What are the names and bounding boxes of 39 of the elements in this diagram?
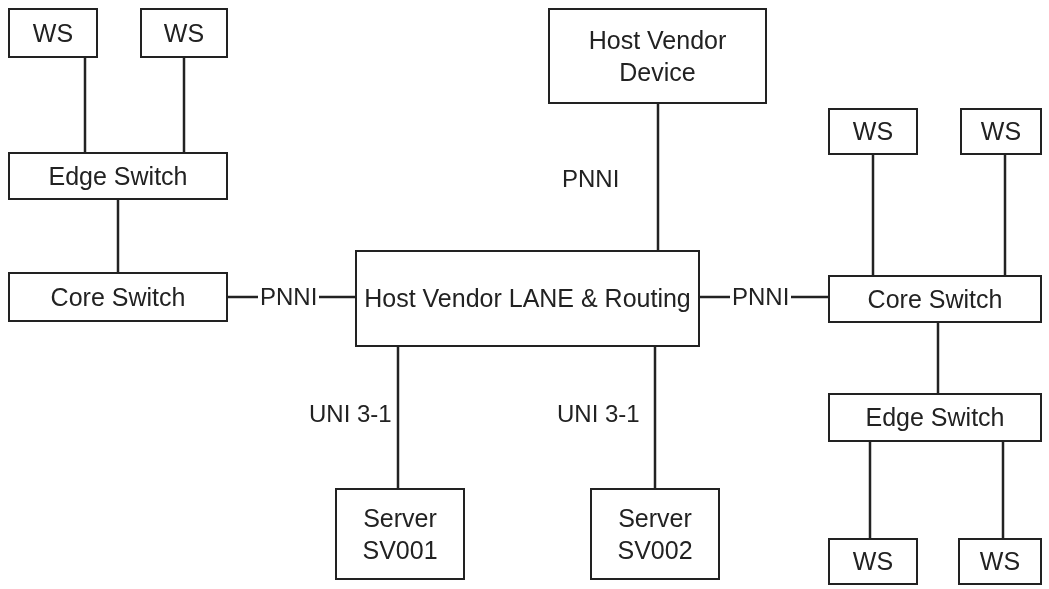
device-label: WS xyxy=(852,546,894,578)
device-label: WS xyxy=(979,546,1021,578)
device-label: WS xyxy=(163,17,205,49)
device-label: Host Vendor Device xyxy=(587,24,728,88)
connector-line xyxy=(1001,442,1005,538)
device-label: Host Vendor LANE & Routing xyxy=(364,283,691,315)
network-device-box xyxy=(828,275,1042,323)
connector-line xyxy=(871,155,875,275)
network-device-box xyxy=(140,8,228,58)
device-label: WS xyxy=(980,116,1022,148)
connector-line xyxy=(868,442,872,538)
connector-line xyxy=(116,200,120,272)
connector-line xyxy=(656,104,660,250)
connector-line xyxy=(182,58,186,152)
device-label: WS xyxy=(32,17,74,49)
network-device-box xyxy=(828,393,1042,442)
device-label: Server SV001 xyxy=(361,502,439,566)
connector-line xyxy=(396,347,400,488)
connector-line xyxy=(653,347,657,488)
device-label: Core Switch xyxy=(867,283,1003,315)
connector-line xyxy=(83,58,87,152)
device-label: Edge Switch xyxy=(48,160,188,192)
network-device-box xyxy=(355,250,700,347)
network-device-box xyxy=(8,272,228,322)
network-device-box xyxy=(8,152,228,200)
network-device-box xyxy=(828,108,918,155)
device-label: Edge Switch xyxy=(865,402,1005,434)
network-device-box xyxy=(958,538,1042,585)
network-device-box xyxy=(590,488,720,580)
network-device-box xyxy=(828,538,918,585)
connector-line xyxy=(936,323,940,393)
device-label: Core Switch xyxy=(50,281,186,313)
network-device-box xyxy=(548,8,767,104)
network-device-box xyxy=(960,108,1042,155)
network-device-box xyxy=(8,8,98,58)
device-label: WS xyxy=(852,116,894,148)
device-label: Server SV002 xyxy=(616,502,694,566)
connector-line xyxy=(1003,155,1007,275)
network-device-box xyxy=(335,488,465,580)
